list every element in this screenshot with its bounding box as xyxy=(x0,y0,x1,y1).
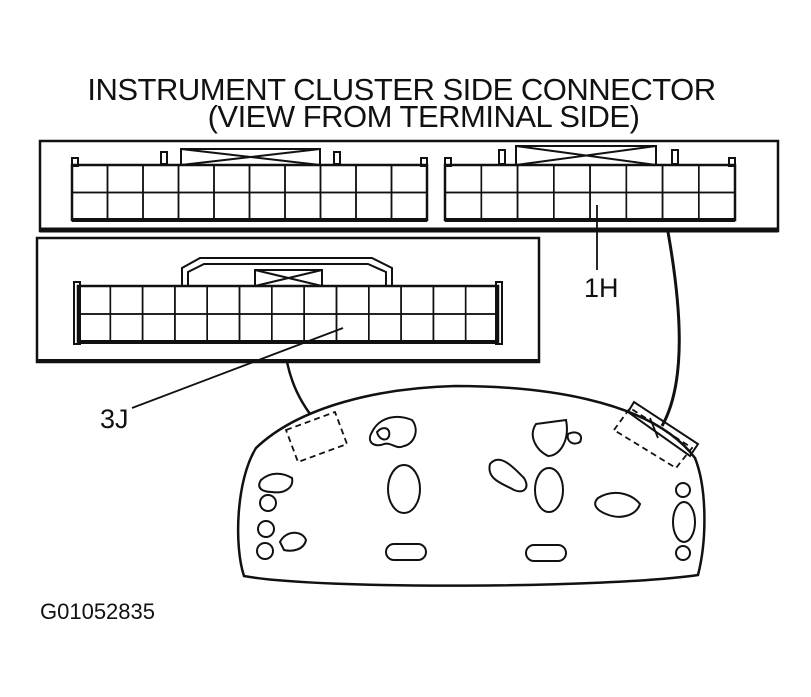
terminal-cell xyxy=(319,191,357,221)
terminal-cell xyxy=(589,164,628,194)
terminal-cell xyxy=(284,191,322,221)
lower-connector-3j xyxy=(73,257,503,345)
terminal-cell xyxy=(400,313,435,343)
upper-right-connector-terminal-grid xyxy=(444,164,736,221)
upper-right-connector-1h xyxy=(443,145,737,222)
diagram-subtitle: (VIEW FROM TERMINAL SIDE) xyxy=(207,99,640,134)
terminal-cell xyxy=(444,164,483,194)
terminal-cell xyxy=(106,164,144,194)
callout-label-1h: 1H xyxy=(584,273,619,303)
terminal-cell xyxy=(109,313,144,343)
terminal-cell xyxy=(516,164,555,194)
terminal-cell xyxy=(432,285,467,315)
diagram-title: INSTRUMENT CLUSTER SIDE CONNECTOR xyxy=(87,72,716,107)
terminal-cell xyxy=(71,191,109,221)
terminal-cell xyxy=(390,191,428,221)
terminal-cell xyxy=(206,313,241,343)
terminal-cell xyxy=(367,313,402,343)
socket-3j xyxy=(284,410,349,464)
terminal-cell xyxy=(213,164,251,194)
terminal-cell xyxy=(174,285,208,315)
terminal-cell xyxy=(71,164,109,194)
terminal-cell xyxy=(480,164,519,194)
terminal-cell xyxy=(248,164,286,194)
terminal-cell xyxy=(141,313,176,343)
terminal-cell xyxy=(661,164,700,194)
terminal-cell xyxy=(516,191,555,221)
terminal-cell xyxy=(77,313,112,343)
terminal-cell xyxy=(589,191,628,221)
terminal-cell xyxy=(432,313,467,343)
terminal-cell xyxy=(213,191,251,221)
terminal-cell xyxy=(248,191,286,221)
terminal-cell xyxy=(390,164,428,194)
terminal-cell xyxy=(142,164,180,194)
terminal-cell xyxy=(238,285,273,315)
plug-1h xyxy=(626,400,700,458)
terminal-cell xyxy=(552,191,591,221)
socket-1h xyxy=(612,406,694,470)
upper-left-connector xyxy=(70,148,429,222)
terminal-cell xyxy=(177,191,215,221)
terminal-cell xyxy=(142,191,180,221)
terminal-cell xyxy=(270,285,305,315)
upper-left-connector-terminal-grid xyxy=(71,164,428,221)
leader-lines xyxy=(131,205,598,409)
terminal-cell xyxy=(319,164,357,194)
terminal-cell xyxy=(552,164,591,194)
lower-connector-terminal-grid xyxy=(77,285,499,343)
terminal-cell xyxy=(480,191,519,221)
cluster-connector-sockets xyxy=(284,406,694,470)
instrument-cluster-housing xyxy=(236,384,706,587)
terminal-cell xyxy=(174,313,208,343)
wire-harnesses xyxy=(285,231,681,427)
terminal-cell xyxy=(625,164,664,194)
terminal-cell xyxy=(303,313,338,343)
terminal-cell xyxy=(625,191,664,221)
terminal-cell xyxy=(367,285,402,315)
terminal-cell xyxy=(335,285,370,315)
leader-line-3j xyxy=(131,327,344,409)
terminal-cell xyxy=(177,164,215,194)
terminal-cell xyxy=(661,191,700,221)
wire-harness-1h xyxy=(660,231,681,427)
terminal-cell xyxy=(464,285,499,315)
figure-code: G01052835 xyxy=(40,599,155,624)
terminal-cell xyxy=(697,164,736,194)
terminal-cell xyxy=(206,285,241,315)
terminal-cell xyxy=(303,285,338,315)
terminal-cell xyxy=(77,285,112,315)
terminal-cell xyxy=(284,164,322,194)
terminal-cell xyxy=(238,313,273,343)
terminal-cell xyxy=(141,285,176,315)
upper-connector-panel xyxy=(38,139,780,233)
terminal-cell xyxy=(400,285,435,315)
terminal-cell xyxy=(270,313,305,343)
terminal-cell xyxy=(355,164,393,194)
terminal-cell xyxy=(355,191,393,221)
terminal-cell xyxy=(444,191,483,221)
terminal-cell xyxy=(109,285,144,315)
terminal-cell xyxy=(106,191,144,221)
wire-harness-3j xyxy=(285,361,312,415)
callout-label-3j: 3J xyxy=(100,404,129,434)
cluster-cutouts xyxy=(256,415,696,562)
terminal-cell xyxy=(697,191,736,221)
terminal-cell xyxy=(464,313,499,343)
